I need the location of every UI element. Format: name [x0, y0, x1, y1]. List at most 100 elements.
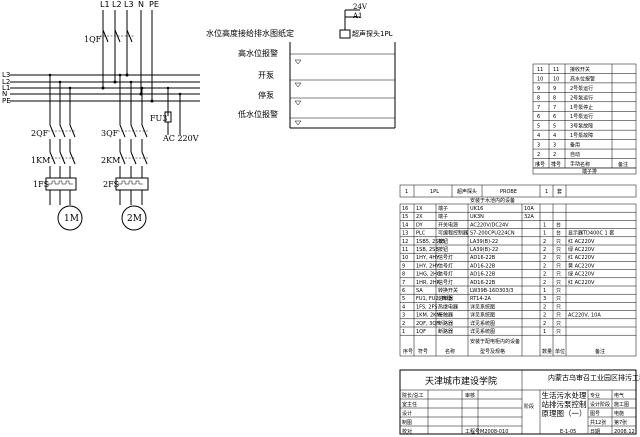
cabinet-cell: UK16 [470, 206, 483, 212]
cabinet-cell: DY [416, 222, 424, 228]
cabinet-cell: 5 [402, 296, 405, 302]
cabinet-cell: 2 [543, 239, 546, 245]
cabinet-cell: 台 [556, 230, 561, 237]
terminal-cell: 2 [553, 152, 556, 158]
role-3: 设计 [402, 410, 412, 417]
cabinet-cell: 1QF [416, 329, 426, 335]
cabinet-cell: 32A [524, 214, 534, 220]
pool-equipment-table [399, 184, 637, 198]
cabinet-cell: 台 [556, 221, 561, 228]
cabinet-cell: 显示器TD400C 1 套 [568, 230, 614, 237]
thermal-2-label: 2FS [103, 180, 119, 189]
terminal-cell: 5 [537, 124, 540, 130]
cabinet-cell: 断路器 [438, 320, 453, 327]
level-diagram-title: 水位高度接给排水图纸定 [206, 28, 294, 38]
cabinet-cell: 只 [556, 321, 561, 327]
bus-side-l3: L3 [2, 71, 10, 79]
cabinet-cell: 1 [402, 329, 405, 335]
cabinet-cell: 可编程控制器 [438, 230, 468, 237]
cabinet-cell: 详见系统图 [470, 320, 495, 327]
bus-top-labels: L1 L2 L3 N PE [100, 0, 159, 9]
sheet-value: 电施 [614, 410, 624, 417]
cabinet-header-qty: 数量 [542, 348, 552, 355]
cabinet-header-name: 名称 [445, 348, 455, 355]
cabinet-cell: 只 [556, 272, 561, 278]
pool-row-name: 超声探头 [457, 188, 477, 195]
cabinet-cell: 只 [556, 247, 561, 253]
cabinet-cell: 1HY, 2HY [416, 263, 440, 269]
cabinet-cell: 详见系统图 [470, 312, 495, 319]
pool-row-unit: 套 [557, 188, 562, 195]
cabinet-cell: 2 [543, 263, 546, 269]
terminal-header-no: 序号 [535, 161, 545, 168]
cabinet-cell: 1SB, 2SB [416, 247, 439, 253]
terminal-cell: 8 [537, 95, 540, 101]
cabinet-cell: 绿 AC220V [568, 271, 595, 278]
terminal-cell: 备用 [570, 142, 580, 149]
cabinet-cell: LW39B-16D303/3 [470, 288, 514, 294]
cabinet-cell: 只 [556, 296, 561, 302]
fuse-branch [164, 86, 182, 135]
cabinet-cell: 按钮 [438, 246, 448, 253]
cabinet-cell: 信号灯 [438, 262, 453, 269]
terminal-cell: 10 [537, 76, 543, 82]
cabinet-cell: SA [416, 288, 423, 294]
cabinet-cell: 红 AC220V [568, 254, 595, 261]
cabinet-cell: S7-200CPU224CN [470, 231, 515, 237]
role-5: 校对 [402, 428, 412, 435]
cabinet-cell: 1HG, 2HG [416, 272, 441, 278]
total-sheets: 共12张 [590, 419, 606, 426]
cabinet-cell: 16 [402, 206, 408, 212]
motor-1-symbol [57, 205, 83, 231]
motor-2-label: 2M [127, 214, 142, 224]
breaker-1-label: 2QF [31, 129, 49, 138]
incoming-supply-lines [100, 10, 153, 101]
terminal-cell: 7 [537, 105, 540, 111]
cabinet-cell: AD16-22B [470, 280, 496, 286]
cabinet-header-note: 备注 [595, 348, 605, 355]
terminal-cell: 自动 [570, 151, 580, 158]
cabinet-cell: 2 [402, 321, 405, 327]
bus-side-l2: L2 [2, 78, 10, 86]
project-number: M2008-010 [480, 429, 508, 435]
cabinet-cell: 信号灯 [438, 279, 453, 286]
cabinet-cell: AD16-22B [470, 255, 496, 261]
cabinet-cell: 接触器 [438, 312, 453, 319]
terminal-header-note: 备注 [618, 161, 628, 168]
level-low-alarm: 低水位报警 [238, 109, 278, 119]
cabinet-cell: 15 [402, 214, 408, 220]
project-name-line: 内蒙古乌审召工业园区排污工程 [548, 373, 640, 382]
pool-row-no: 1 [405, 189, 408, 195]
terminal-cell: 2 [537, 152, 540, 158]
breaker-2-label: 3QF [101, 129, 119, 138]
role-right-1: 审核 [465, 392, 475, 399]
horizontal-bus [10, 73, 200, 103]
terminal-cell: 3号泵故障 [570, 123, 593, 130]
bus-label-l1: L1 [100, 0, 110, 9]
dc-supply-symbol: 24V A1 [344, 3, 368, 30]
current-sheet: 第7张 [614, 419, 627, 426]
terminal-cell: 3 [537, 143, 540, 149]
cabinet-cell: 热继电器 [438, 303, 458, 310]
cabinet-cell: 只 [556, 313, 561, 319]
cabinet-cell: 转换开关 [438, 287, 458, 294]
terminal-cell: 11 [553, 67, 559, 73]
cabinet-cell: 10A [524, 206, 534, 212]
pool-row-sym: 1PL [430, 189, 439, 195]
terminal-cell: 1 [537, 161, 540, 167]
cabinet-cell: 绿 AC220V [568, 246, 595, 253]
cabinet-cell: 2X [416, 214, 423, 220]
cabinet-table-caption: 安装于配电柜内的设备 [470, 338, 520, 345]
terminal-cell: 接收开关 [570, 66, 590, 73]
cabinet-cell: 1 [543, 329, 546, 335]
terminal-cell: 11 [537, 67, 543, 73]
cabinet-cell: 3 [543, 296, 546, 302]
motor-1-branch [45, 73, 83, 231]
cabinet-cell: AC220V, 10A [568, 313, 601, 319]
terminal-cell: 6 [553, 114, 556, 120]
terminal-cell: 8 [553, 95, 556, 101]
cabinet-cell: 信号灯 [438, 271, 453, 278]
terminal-cell: 3 [553, 143, 556, 149]
